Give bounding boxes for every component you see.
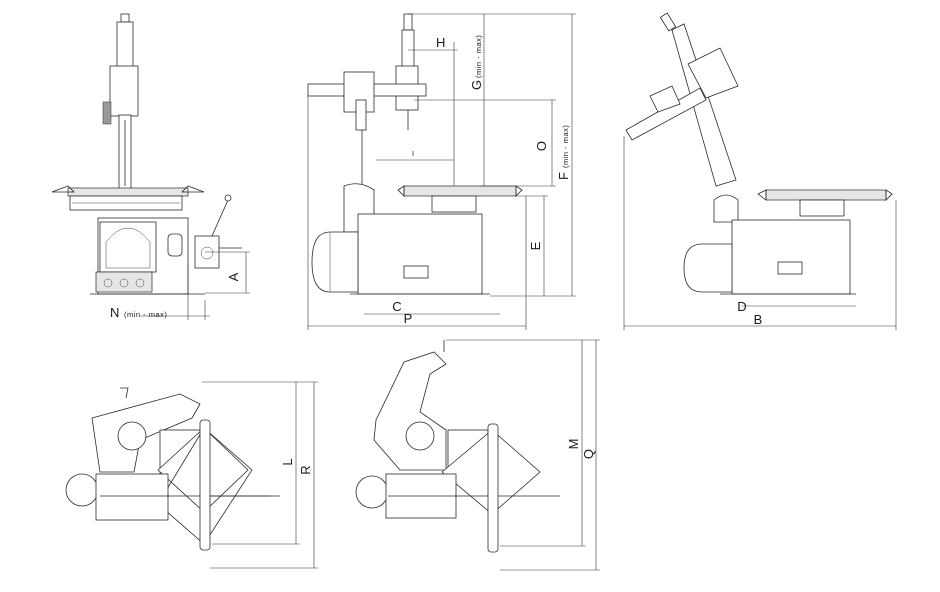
dim-label-q: Q: [581, 449, 596, 459]
dim-label-c: C: [392, 299, 401, 314]
dim-label-f: F: [556, 172, 571, 180]
side-view: [307, 13, 576, 330]
dim-label-h: H: [436, 35, 445, 50]
dim-label-d: D: [737, 299, 746, 314]
top-view-left: [65, 381, 318, 569]
dim-label-i: I: [412, 149, 415, 158]
dim-label-e: E: [528, 241, 543, 250]
dim-label-b: B: [754, 312, 763, 327]
top-view-right: [355, 339, 600, 571]
tilted-side-view: [623, 12, 897, 330]
dim-label-n: N: [110, 305, 119, 320]
dimension-labels: A N (min - max) H G (min - max) O F (min…: [110, 35, 762, 475]
dim-label-g: G: [469, 80, 484, 90]
dim-label-p: P: [404, 311, 413, 326]
dim-label-f-range: (min - max): [561, 125, 570, 168]
front-view: [51, 13, 250, 320]
dim-label-r: R: [298, 465, 313, 474]
dim-label-o: O: [534, 141, 549, 151]
dim-label-m: M: [566, 439, 581, 450]
dim-label-g-range: (min - max): [474, 35, 483, 78]
dim-label-a: A: [226, 272, 241, 281]
dim-label-n-range: (min - max): [124, 310, 167, 319]
dim-label-l: L: [280, 458, 295, 465]
